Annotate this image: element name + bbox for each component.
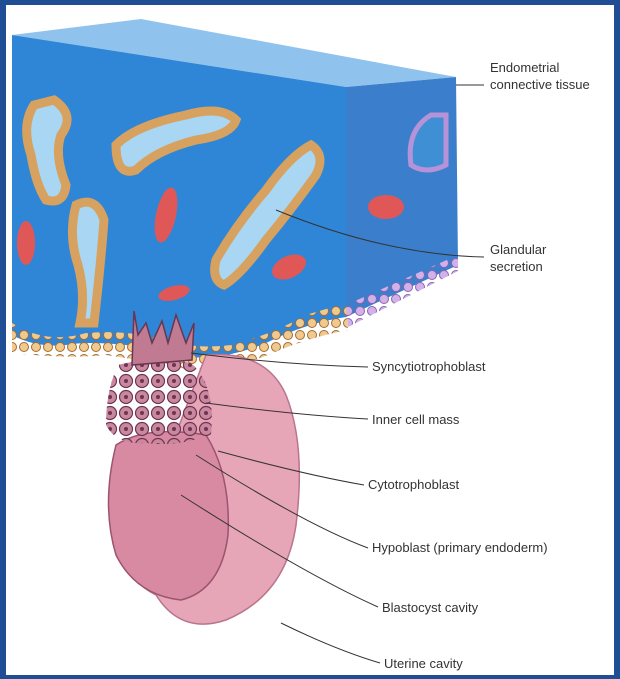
- blood-vessel: [368, 195, 404, 219]
- label-glandular-secretion: Glandular secretion: [490, 241, 546, 275]
- label-cytotrophoblast: Cytotrophoblast: [368, 476, 459, 493]
- label-syncytiotrophoblast: Syncytiotrophoblast: [372, 358, 485, 375]
- label-uterine-cavity: Uterine cavity: [384, 655, 463, 672]
- label-endometrial: Endometrial connective tissue: [490, 59, 590, 93]
- blood-vessel: [17, 221, 35, 265]
- leader-uterine-cavity: [281, 623, 380, 663]
- label-hypoblast: Hypoblast (primary endoderm): [372, 539, 548, 556]
- label-inner-cell-mass: Inner cell mass: [372, 411, 459, 428]
- implantation-illustration: [6, 5, 614, 675]
- label-blastocyst-cavity: Blastocyst cavity: [382, 599, 478, 616]
- diagram-frame: Endometrial connective tissue Glandular …: [6, 5, 614, 675]
- blastocyst-cavity: [109, 432, 229, 600]
- inner-cell-mass: [106, 359, 212, 444]
